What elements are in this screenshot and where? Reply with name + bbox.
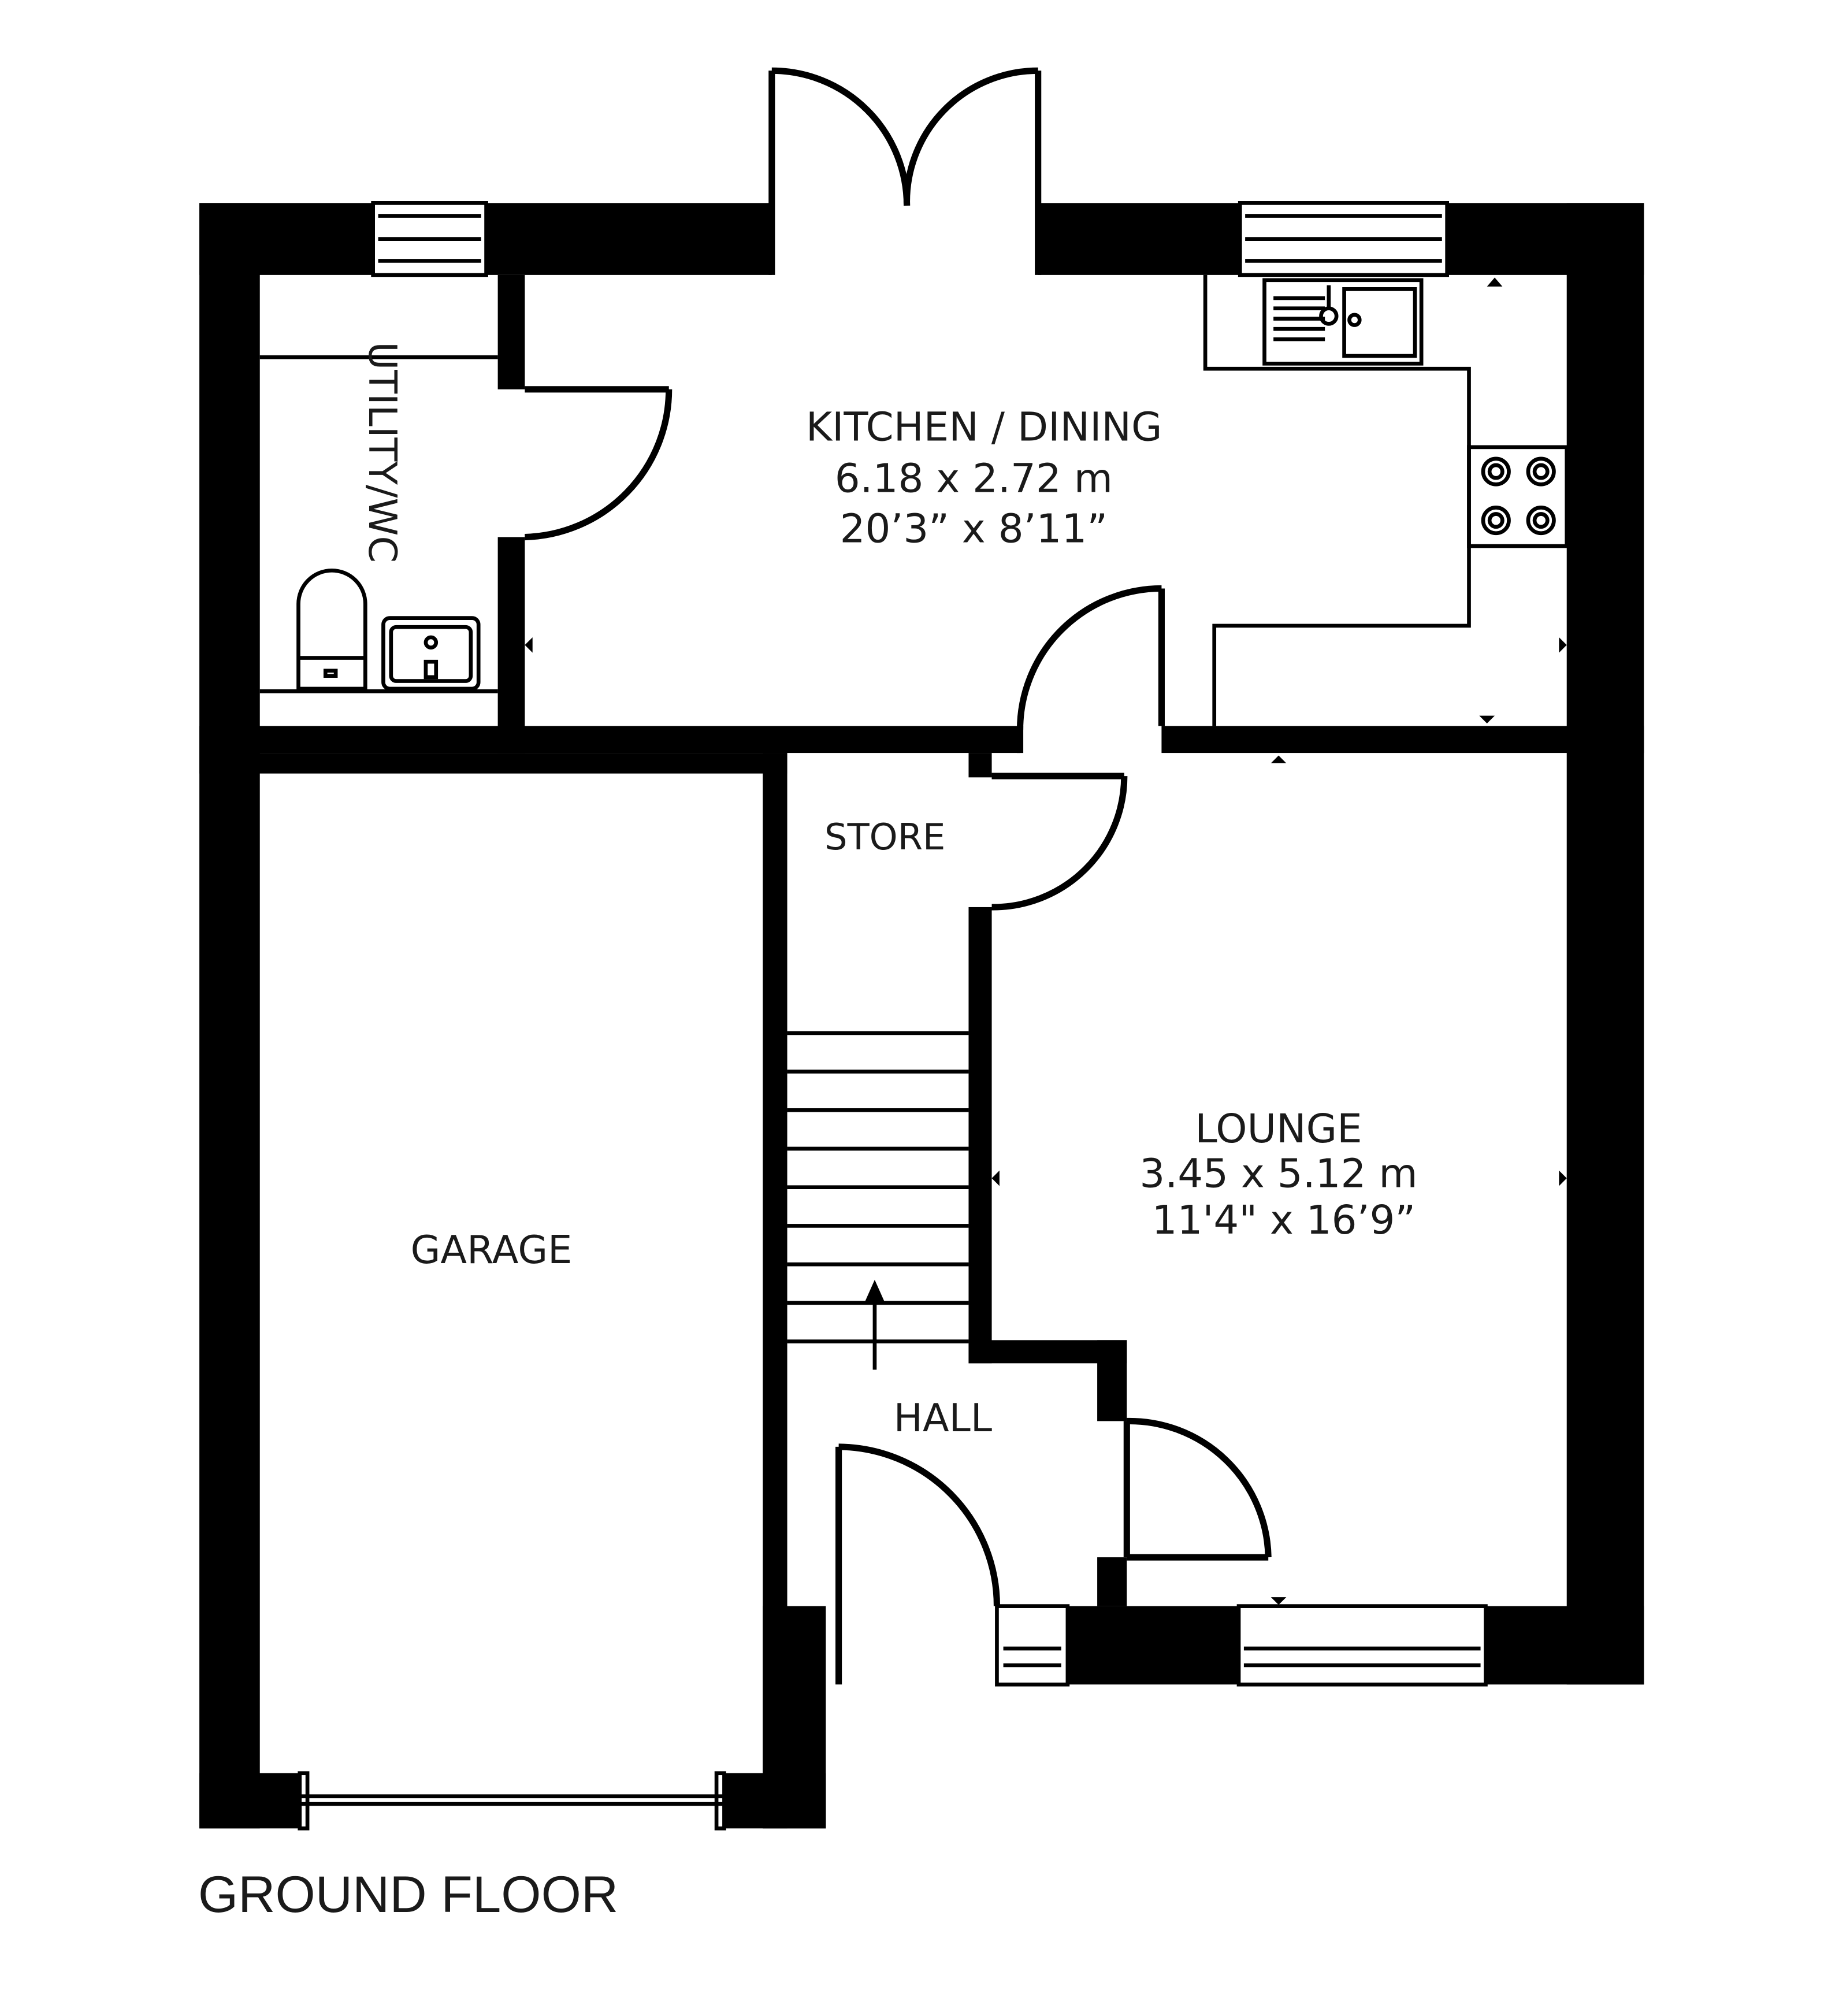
windows	[298, 201, 1488, 1831]
utility-name: UTILITY/WC	[360, 341, 405, 563]
marker-icon	[1559, 1170, 1567, 1186]
wall-bottom-a	[1067, 1606, 1239, 1685]
floor-title: GROUND FLOOR	[198, 1865, 618, 1923]
wall-utility-b	[497, 537, 525, 753]
toilet-icon	[296, 569, 367, 691]
front-door-icon	[835, 1443, 1001, 1685]
marker-icon	[1487, 277, 1503, 287]
wall-lounge-step-v	[1097, 1340, 1127, 1421]
wall-mid-left	[199, 726, 1020, 753]
wall-lounge-front-stub	[1097, 1557, 1127, 1606]
stairs-arrow-icon	[864, 1279, 885, 1303]
doors	[525, 67, 1272, 1685]
kitchen-imperial: 20’3” x 8’11”	[840, 506, 1108, 552]
french-doors-icon	[768, 67, 1042, 275]
window-kitchen	[1238, 201, 1450, 277]
marker-icon	[1559, 637, 1567, 653]
garage-door	[298, 1771, 726, 1831]
walls	[199, 203, 1644, 1829]
wall-store-b	[968, 907, 992, 1364]
lounge-name: LOUNGE	[1195, 1106, 1362, 1152]
basin-icon	[381, 616, 481, 691]
hob-icon	[1467, 445, 1569, 548]
stairs-icon	[787, 1031, 969, 1370]
lounge-imperial: 11'4" x 16’9”	[1152, 1197, 1416, 1243]
store-door-icon	[991, 773, 1128, 911]
window-lounge	[1236, 1604, 1488, 1687]
wall-utility-a	[497, 274, 525, 389]
wall-garage-bottom-left	[199, 1773, 300, 1829]
marker-icon	[1271, 755, 1287, 763]
window-utility	[371, 201, 488, 277]
dimension-markers	[525, 277, 1567, 1605]
lounge-door-icon	[1123, 1417, 1272, 1561]
wall-top-a	[199, 203, 373, 275]
kitchen-metric: 6.18 x 2.72 m	[835, 456, 1113, 502]
wall-top-c	[1038, 203, 1240, 275]
wall-mid-right	[1161, 726, 1644, 753]
garage-name: GARAGE	[411, 1227, 573, 1272]
window-hall	[995, 1604, 1070, 1687]
kitchen-sink-icon	[1262, 278, 1424, 366]
wall-mid-garage-top	[199, 753, 787, 774]
wall-left	[199, 203, 260, 1829]
utility-door-icon	[525, 386, 673, 541]
kitchen-hall-door-icon	[1016, 585, 1165, 753]
hall-name: HALL	[894, 1395, 992, 1440]
utility-fittings	[259, 355, 498, 693]
marker-icon	[1271, 1597, 1287, 1605]
marker-icon	[1479, 715, 1495, 723]
wall-right	[1566, 203, 1644, 1685]
wall-top-b	[486, 203, 772, 275]
labels: KITCHEN / DINING 6.18 x 2.72 m 20’3” x 8…	[198, 341, 1418, 1922]
marker-icon	[991, 1170, 1000, 1186]
wall-bottom-b	[1485, 1606, 1644, 1685]
wall-store-a	[968, 753, 992, 778]
wall-hall-step	[763, 1606, 826, 1829]
lounge-metric: 3.45 x 5.12 m	[1139, 1151, 1417, 1197]
marker-icon	[525, 637, 533, 653]
kitchen-name: KITCHEN / DINING	[806, 404, 1162, 451]
kitchen-units	[1203, 274, 1569, 726]
store-name: STORE	[824, 816, 945, 858]
